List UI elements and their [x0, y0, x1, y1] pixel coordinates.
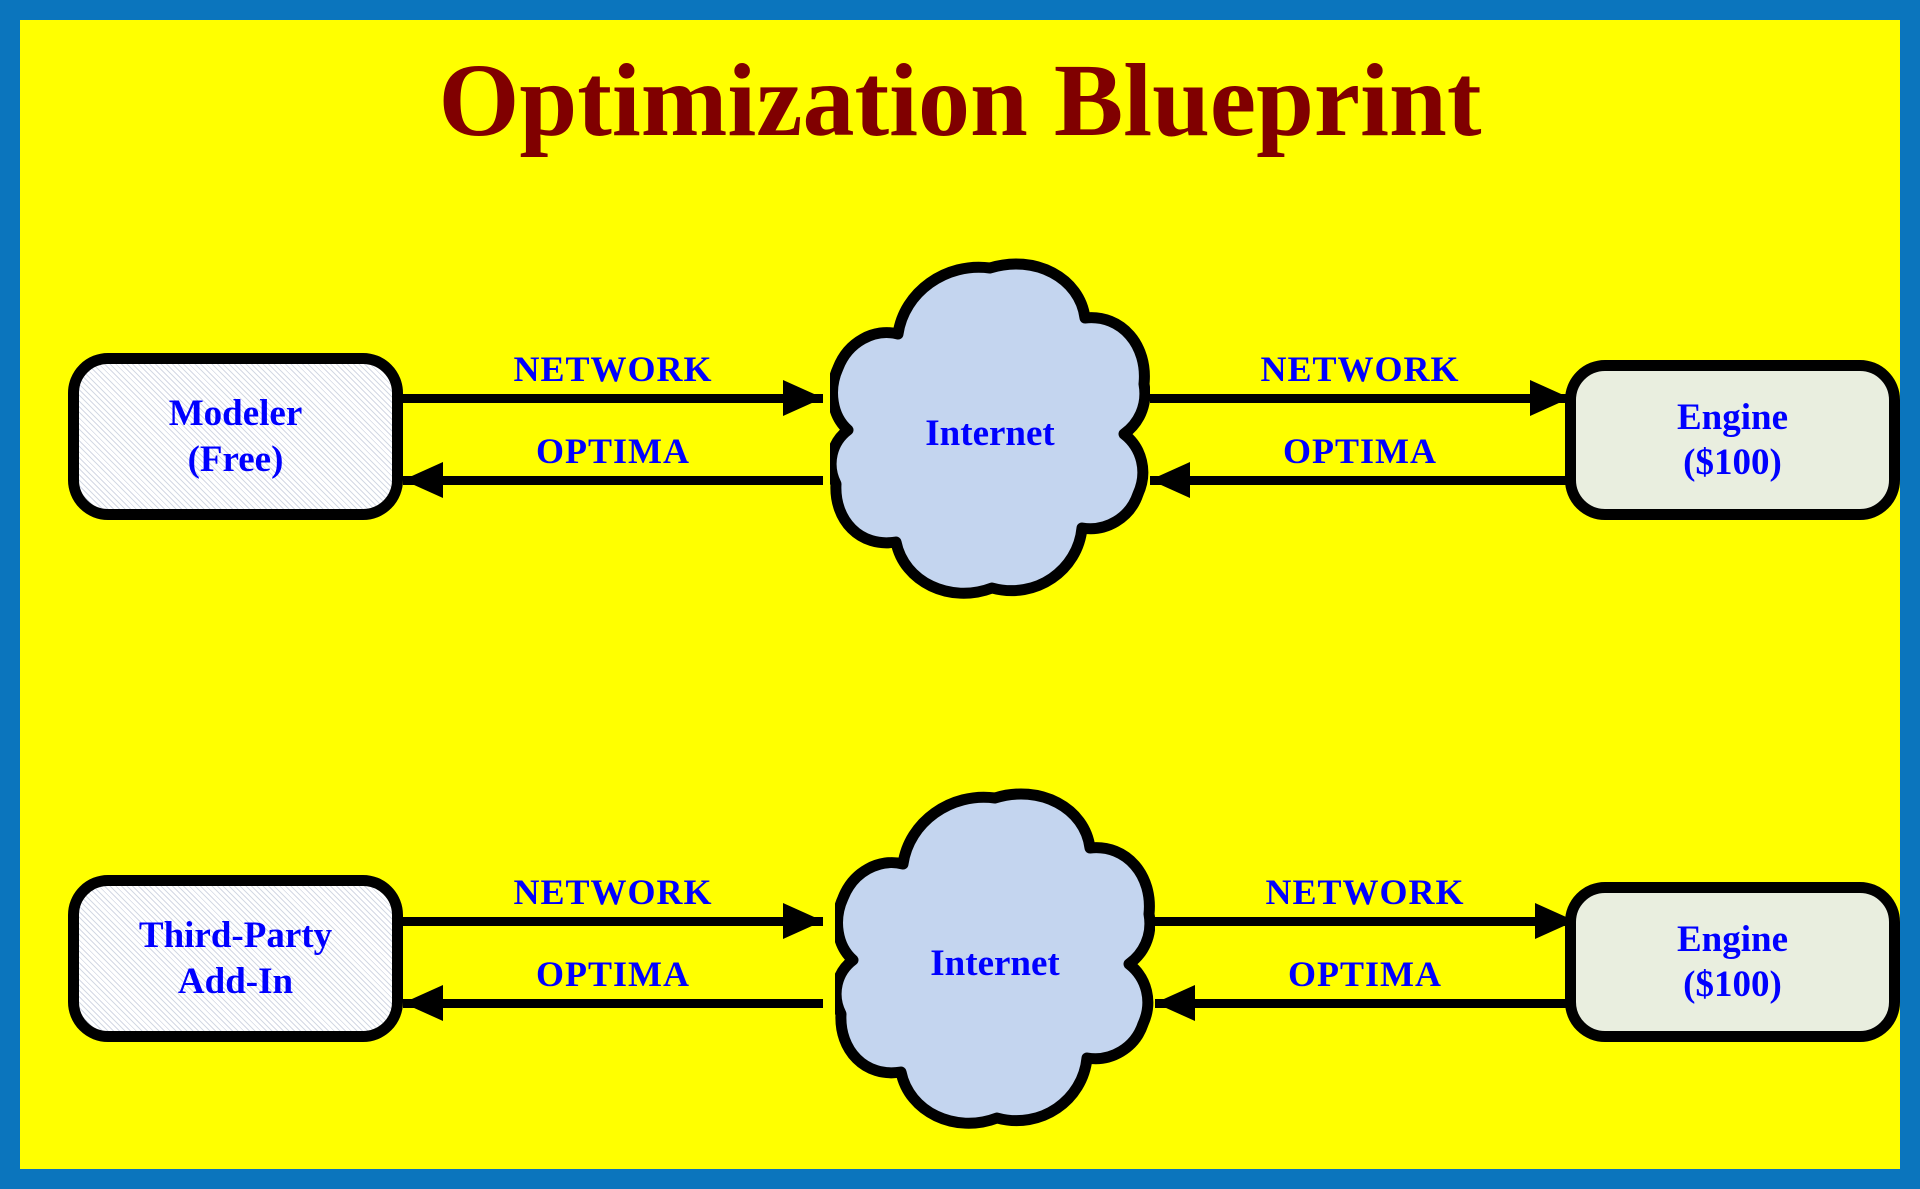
arrow-shaft [403, 476, 823, 485]
node-client-bottom[interactable]: Third-Party Add-In [68, 875, 403, 1042]
page-title: Optimization Blueprint [438, 43, 1482, 158]
cloud-internet-top[interactable]: Internet [830, 256, 1150, 606]
node-client-top-line2: (Free) [187, 438, 284, 480]
node-server-bottom-line1: Engine [1676, 918, 1789, 960]
arrow-head [783, 380, 823, 416]
arrow-head [1530, 380, 1570, 416]
label-server-to-cloud-bottom: OPTIMA [1288, 954, 1442, 994]
node-client-bottom-line2: Add-In [177, 960, 294, 1002]
arrow-head [1155, 985, 1195, 1021]
node-server-top[interactable]: Engine ($100) [1565, 360, 1900, 520]
arrow-head [403, 462, 443, 498]
label-cloud-to-server-top: NETWORK [1260, 349, 1460, 389]
arrow-shaft [1155, 917, 1575, 926]
arrow-shaft [1150, 476, 1570, 485]
arrow-head [403, 985, 443, 1021]
node-client-top[interactable]: Modeler (Free) [68, 353, 403, 520]
label-client-to-cloud-top: NETWORK [513, 349, 713, 389]
arrow-head [783, 903, 823, 939]
node-client-bottom-line1: Third-Party [138, 915, 333, 957]
arrow-shaft [1155, 999, 1575, 1008]
label-cloud-to-client-bottom: OPTIMA [536, 954, 690, 994]
arrow-shaft [403, 394, 823, 403]
label-cloud-to-client-top: OPTIMA [536, 431, 690, 471]
arrow-head [1150, 462, 1190, 498]
arrow-shaft [403, 999, 823, 1008]
cloud-internet-top-label: Internet [925, 413, 1055, 454]
node-client-top-line1: Modeler [168, 393, 303, 435]
label-server-to-cloud-top: OPTIMA [1283, 431, 1437, 471]
cloud-icon [830, 258, 1150, 599]
arrow-shaft [1150, 394, 1570, 403]
node-server-bottom[interactable]: Engine ($100) [1565, 882, 1900, 1042]
node-server-top-line1: Engine [1676, 396, 1789, 438]
cloud-icon [835, 788, 1155, 1129]
label-client-to-cloud-bottom: NETWORK [513, 872, 713, 912]
node-server-bottom-line2: ($100) [1683, 964, 1782, 1005]
arrow-shaft [403, 917, 823, 926]
cloud-internet-bottom-label: Internet [930, 943, 1060, 984]
label-cloud-to-server-bottom: NETWORK [1265, 872, 1465, 912]
cloud-internet-bottom[interactable]: Internet [835, 786, 1155, 1136]
node-server-top-line2: ($100) [1683, 442, 1782, 483]
